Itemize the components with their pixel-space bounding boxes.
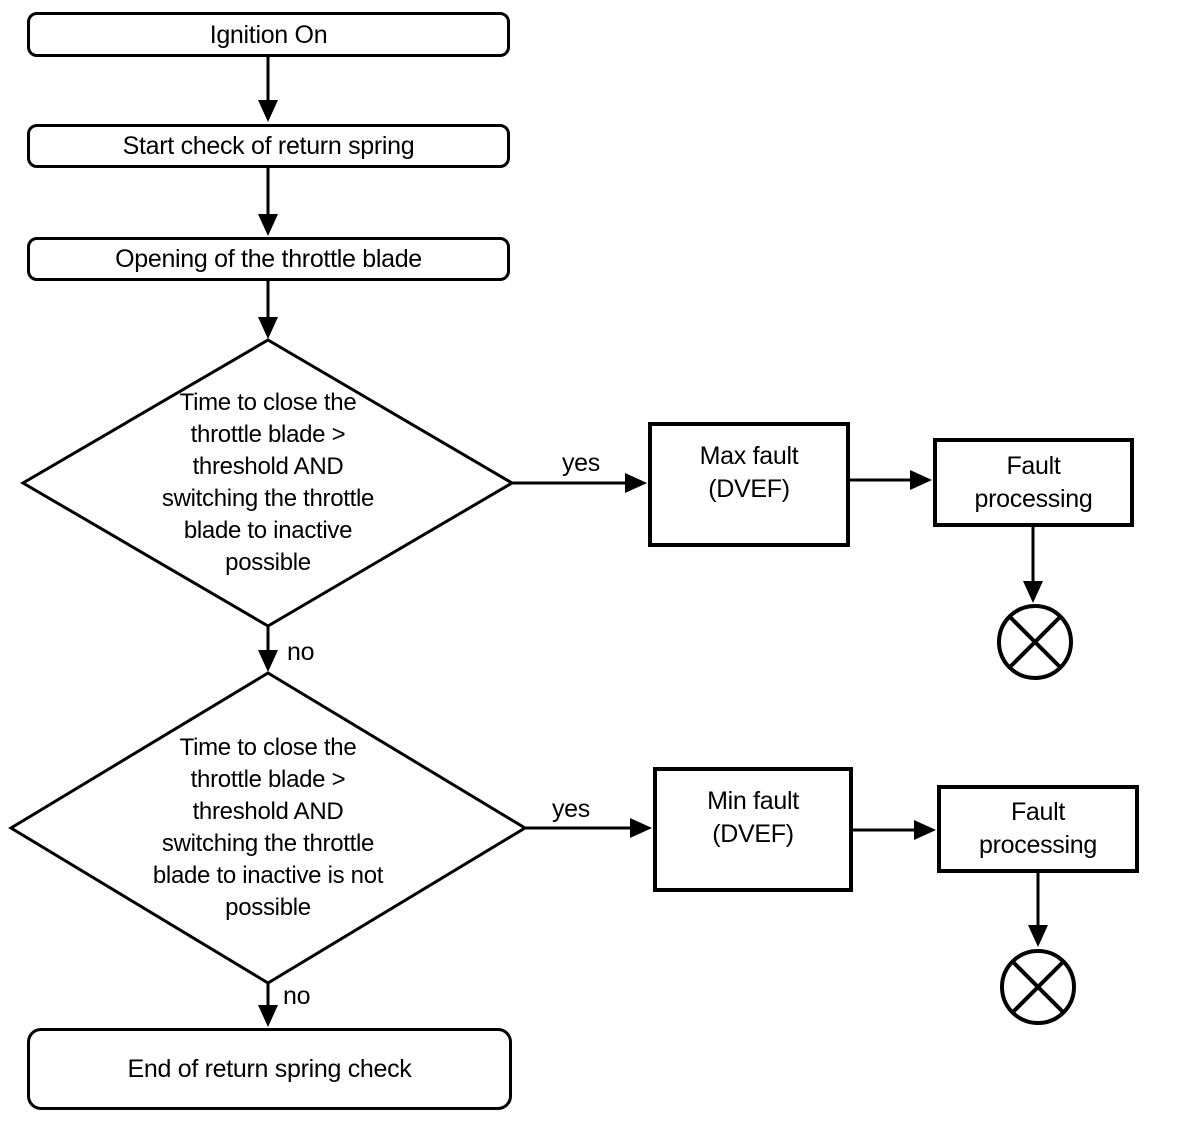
arrowhead-opening-to-decision1: [258, 317, 278, 339]
arrowhead-decision1-no: [258, 650, 278, 672]
node-fault-processing-1-line-1: Fault: [1006, 451, 1061, 480]
node-start-check: Start check of return spring: [27, 124, 510, 168]
node-min-fault-line-2: (DVEF): [712, 820, 794, 848]
decision2-line-3: threshold AND: [192, 798, 344, 825]
arrowhead-faultprocessing1-to-terminator1: [1023, 581, 1043, 603]
arrowhead-decision2-no: [258, 1005, 278, 1027]
edge-label-decision1-no: no: [287, 638, 315, 666]
decision1-line-5: blade to inactive: [183, 517, 353, 544]
terminator2-x-stroke2: [1011, 960, 1065, 1014]
arrowhead-startcheck-to-opening: [258, 214, 278, 236]
node-ignition-on-label: Ignition On: [209, 20, 328, 49]
node-min-fault-line-1: Min fault: [707, 787, 799, 815]
arrowhead-minfault-to-faultprocessing2: [914, 820, 936, 840]
node-min-fault: Min fault (DVEF): [653, 767, 853, 892]
node-fault-processing-2-line-2: processing: [979, 831, 1097, 859]
decision2-line-5: blade to inactive is not: [152, 862, 384, 889]
decision1-text: Time to close the throttle blade > thres…: [128, 387, 408, 579]
node-opening-throttle: Opening of the throttle blade: [27, 237, 510, 281]
decision2-line-4: switching the throttle: [161, 830, 375, 857]
decision1-line-6: possible: [225, 549, 311, 576]
node-fault-processing-2-line-1: Fault: [1010, 798, 1066, 826]
node-ignition-on: Ignition On: [27, 12, 510, 57]
decision1-line-4: switching the throttle: [161, 485, 375, 512]
node-fault-processing-1-line-2: processing: [974, 484, 1093, 513]
arrowhead-decision2-yes: [630, 818, 652, 838]
arrowhead-maxfault-to-faultprocessing1: [910, 470, 932, 490]
node-max-fault-line-2: (DVEF): [708, 475, 790, 503]
decision2-line-2: throttle blade >: [190, 766, 346, 793]
node-end-check: End of return spring check: [27, 1028, 512, 1110]
arrowhead-decision1-yes: [625, 473, 647, 493]
node-fault-processing-1: Fault processing: [933, 438, 1134, 527]
node-opening-throttle-label: Opening of the throttle blade: [115, 245, 422, 273]
edge-label-decision2-yes: yes: [551, 795, 590, 823]
node-start-check-label: Start check of return spring: [122, 132, 415, 160]
terminator1-x-stroke2: [1008, 615, 1062, 669]
decision1-line-3: threshold AND: [192, 453, 344, 480]
arrowhead-ignition-to-startcheck: [258, 100, 278, 122]
edge-label-decision1-yes: yes: [561, 449, 600, 477]
decision1-line-2: throttle blade >: [190, 421, 346, 448]
node-fault-processing-2: Fault processing: [937, 785, 1139, 873]
decision2-line-6: possible: [225, 894, 311, 921]
edge-label-decision2-no: no: [283, 982, 311, 1010]
decision2-line-1: Time to close the: [179, 734, 357, 761]
node-max-fault: Max fault (DVEF): [648, 422, 850, 547]
arrowhead-faultprocessing2-to-terminator2: [1028, 925, 1048, 947]
decision1-line-1: Time to close the: [179, 389, 357, 416]
node-max-fault-line-1: Max fault: [699, 442, 799, 470]
decision2-text: Time to close the throttle blade > thres…: [118, 732, 418, 924]
node-end-check-label: End of return spring check: [127, 1055, 412, 1083]
